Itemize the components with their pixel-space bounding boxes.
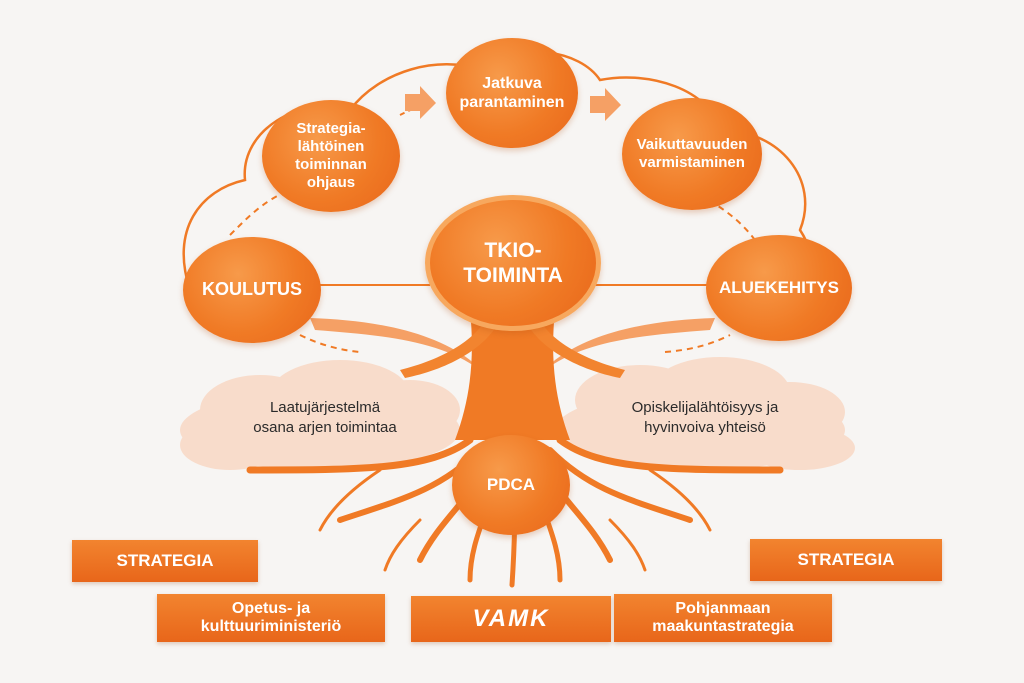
- node-pdca: PDCA: [452, 435, 570, 535]
- vamk-logo: VAMK: [411, 596, 611, 642]
- box-strategy-right: STRATEGIA: [750, 539, 942, 581]
- box-regional-strategy: Pohjanmaan maakuntastrategia: [614, 594, 832, 642]
- node-rdi: TKIO- TOIMINTA: [425, 195, 601, 331]
- node-impact-assurance: Vaikuttavuuden varmistaminen: [622, 98, 762, 210]
- node-strategy-steering: Strategia- lähtöinen toiminnan ohjaus: [262, 100, 400, 212]
- node-continuous-improvement: Jatkuva parantaminen: [446, 38, 578, 148]
- box-ministry: Opetus- ja kulttuuriministeriö: [157, 594, 385, 642]
- cloud-left: [180, 360, 460, 470]
- node-regional-development: ALUEKEHITYS: [706, 235, 852, 341]
- dashed-connector-right: [689, 189, 756, 241]
- cloud-text-right: Opiskelijalähtöisyys ja hyvinvoiva yhtei…: [631, 399, 779, 437]
- dashed-connector-left: [229, 189, 291, 236]
- branch-left: [310, 318, 480, 370]
- cloud-right: [555, 357, 855, 470]
- box-strategy-left: STRATEGIA: [72, 540, 258, 582]
- node-education: KOULUTUS: [183, 237, 321, 343]
- dashed-connector-bottom-right: [664, 334, 731, 353]
- branch-right: [545, 318, 715, 370]
- cloud-text-left: Laatujärjestelmä osana arjen toimintaa: [253, 399, 397, 437]
- tree-trunk: [455, 310, 570, 440]
- arrow-icon-left: [405, 86, 436, 119]
- dashed-connector-bottom-left: [299, 334, 361, 353]
- arrow-icon-right: [590, 88, 621, 121]
- tree-roots: [246, 436, 784, 588]
